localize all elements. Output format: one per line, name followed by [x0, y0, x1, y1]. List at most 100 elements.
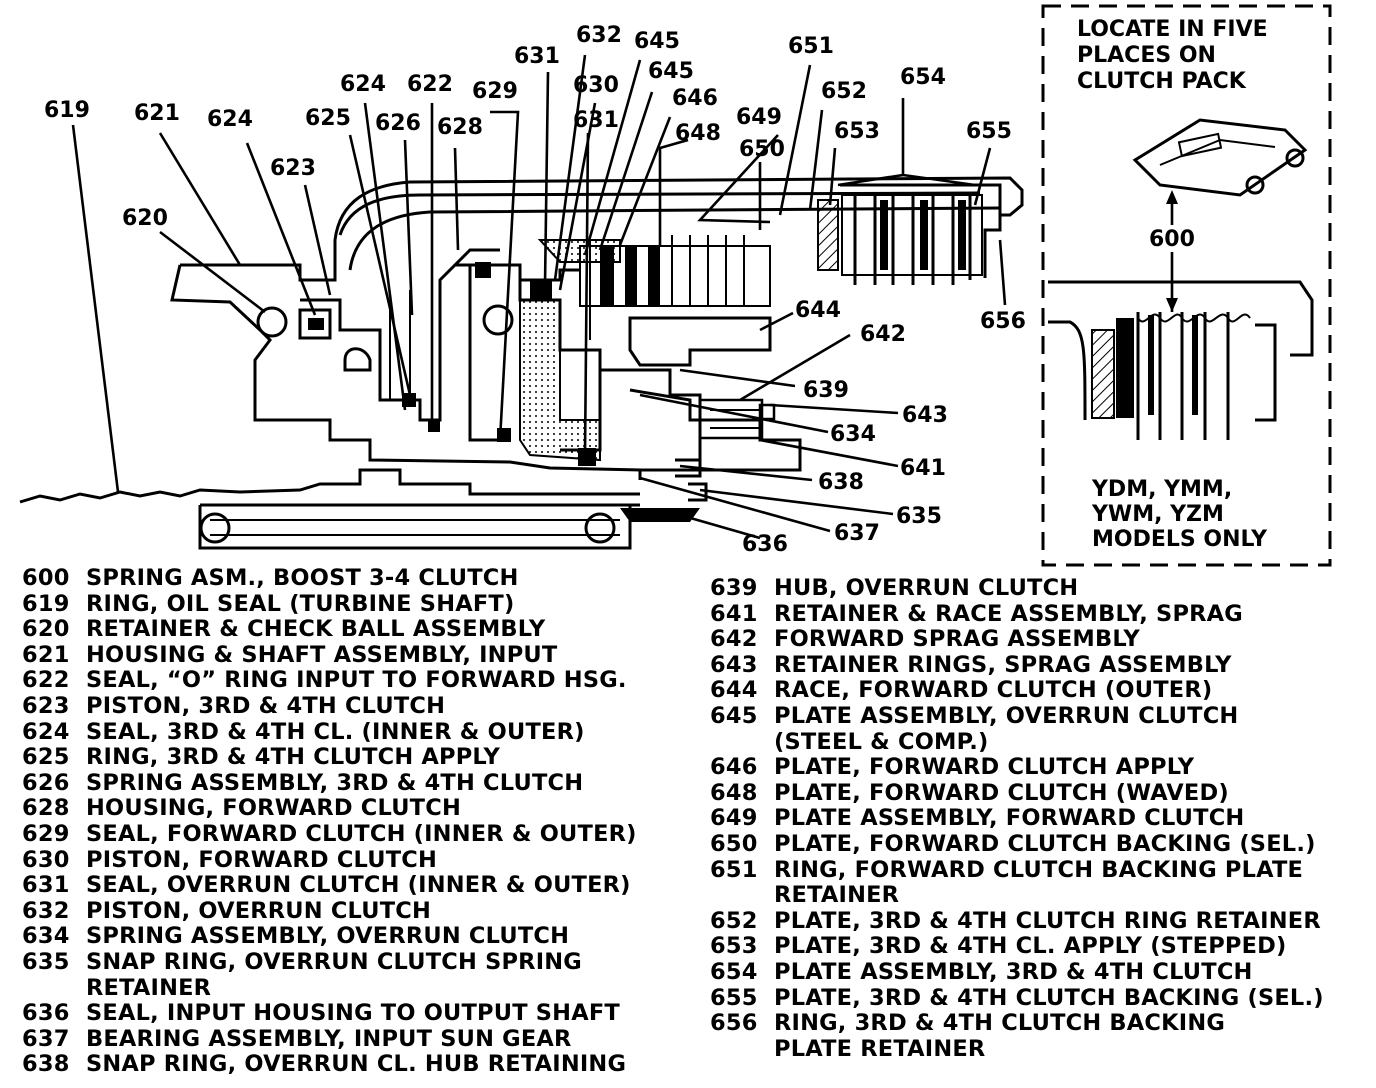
legend-item-continuation: PLATE RETAINER	[774, 1035, 986, 1062]
legend-part-number: 629	[22, 821, 70, 847]
callout-623: 623	[270, 156, 316, 181]
callout-641: 641	[900, 456, 946, 481]
legend-part-number: 653	[710, 933, 758, 960]
legend-part-description: PLATE, 3RD & 4TH CL. APPLY (STEPPED)	[774, 933, 1287, 960]
callout-638: 638	[818, 470, 864, 495]
legend-item: 653 PLATE, 3RD & 4TH CL. APPLY (STEPPED)	[710, 934, 1287, 960]
callout-655: 655	[966, 119, 1012, 144]
legend-part-number: 636	[22, 1000, 70, 1027]
models-note-line: YWM, YZM	[1091, 502, 1224, 527]
legend-part-description: PLATE, FORWARD CLUTCH APPLY	[774, 754, 1195, 781]
legend-part-number: 654	[710, 959, 758, 985]
models-only-note: YDM, YMM, YWM, YZM MODELS ONLY	[1091, 477, 1268, 552]
legend-part-description: RACE, FORWARD CLUTCH (OUTER)	[774, 677, 1213, 704]
legend-part-description: PISTON, OVERRUN CLUTCH	[86, 897, 432, 924]
inset-note-line: CLUTCH PACK	[1077, 69, 1247, 94]
models-note-line: MODELS ONLY	[1092, 527, 1268, 552]
legend-part-description: RETAINER & CHECK BALL ASSEMBLY	[86, 616, 546, 643]
legend-part-description: FORWARD SPRAG ASSEMBLY	[774, 626, 1140, 653]
legend-part-description: SPRING ASSEMBLY, OVERRUN CLUTCH	[86, 923, 570, 950]
callout-645: 645	[648, 59, 694, 84]
legend-part-number: 648	[710, 779, 758, 806]
callout-632: 632	[576, 23, 622, 48]
legend-item: 632 PISTON, OVERRUN CLUTCH	[22, 897, 432, 925]
inset-note-line: LOCATE IN FIVE	[1077, 17, 1268, 42]
legend-part-number: 651	[710, 856, 758, 883]
callout-631: 631	[573, 108, 619, 133]
legend-part-number: 625	[22, 744, 70, 771]
legend-part-number: 642	[710, 626, 758, 653]
legend-item: 643 RETAINER RINGS, SPRAG ASSEMBLY	[710, 651, 1232, 679]
legend-part-number: 641	[710, 600, 758, 627]
callout-620: 620	[122, 206, 168, 231]
callout-634: 634	[830, 422, 876, 447]
legend-part-description: RING, 3RD & 4TH CLUTCH APPLY	[86, 744, 500, 771]
inset-location-note: LOCATE IN FIVE PLACES ON CLUTCH PACK	[1077, 17, 1268, 94]
legend-part-number: 600	[22, 565, 70, 591]
legend-part-description: PISTON, FORWARD CLUTCH	[86, 846, 438, 873]
legend-part-number: 639	[710, 575, 758, 601]
legend-part-number: 643	[710, 651, 758, 678]
callout-642: 642	[860, 322, 906, 347]
legend-part-number: 620	[22, 616, 70, 643]
legend-part-number: 630	[22, 846, 70, 873]
callout-648: 648	[675, 121, 721, 146]
legend-part-description: PLATE ASSEMBLY, 3RD & 4TH CLUTCH	[774, 959, 1253, 985]
legend-item: 622 SEAL, “O” RING INPUT TO FORWARD HSG.	[22, 668, 627, 694]
legend-item: 634 SPRING ASSEMBLY, OVERRUN CLUTCH	[22, 924, 569, 950]
legend-part-number: 623	[22, 693, 70, 719]
callout-622: 622	[407, 72, 453, 97]
3rd-4th-clutch-pack	[817, 183, 1002, 285]
legend-part-description: RETAINER RINGS, SPRAG ASSEMBLY	[774, 651, 1232, 678]
legend-part-description: HOUSING & SHAFT ASSEMBLY, INPUT	[86, 641, 558, 668]
legend-part-description: SEAL, “O” RING INPUT TO FORWARD HSG.	[86, 667, 627, 694]
callout-630: 630	[573, 73, 619, 98]
callout-651: 651	[788, 34, 834, 59]
inset-note-line: PLACES ON	[1077, 43, 1216, 68]
callout-656: 656	[980, 309, 1026, 334]
legend-part-number: 634	[22, 923, 70, 950]
legend-part-description: SNAP RING, OVERRUN CL. HUB RETAINING	[86, 1051, 627, 1078]
legend-item: 641 RETAINER & RACE ASSEMBLY, SPRAG	[710, 600, 1243, 628]
legend-part-number: 652	[710, 907, 758, 934]
legend-item-continuation: (STEEL & COMP.)	[774, 728, 989, 755]
legend-item: 639 HUB, OVERRUN CLUTCH	[710, 575, 1079, 602]
callout-626: 626	[375, 111, 421, 136]
legend-item: 625 RING, 3RD & 4TH CLUTCH APPLY	[22, 744, 500, 771]
forward-clutch-plates	[579, 235, 771, 340]
callout-619: 619	[44, 98, 90, 123]
legend-part-number: 622	[22, 667, 70, 694]
legend-part-description: RING, FORWARD CLUTCH BACKING PLATE	[774, 856, 1304, 883]
callout-637: 637	[834, 521, 880, 546]
legend-part-description: HUB, OVERRUN CLUTCH	[774, 575, 1079, 601]
callout-600: 600	[1149, 227, 1195, 252]
legend-part-description: RETAINER & RACE ASSEMBLY, SPRAG	[774, 600, 1243, 627]
callout-654: 654	[900, 65, 946, 90]
callout-652: 652	[821, 79, 867, 104]
spring-assembly-drawing	[1132, 118, 1308, 197]
callout-624: 624	[207, 107, 253, 132]
legend-part-number: 655	[710, 984, 758, 1011]
leader-lines	[71, 54, 1007, 540]
legend-part-description: PLATE ASSEMBLY, OVERRUN CLUTCH	[774, 703, 1239, 729]
cross-section-artwork	[19, 176, 1024, 550]
legend-part-description: SEAL, OVERRUN CLUTCH (INNER & OUTER)	[86, 872, 631, 899]
legend-part-description: SEAL, FORWARD CLUTCH (INNER & OUTER)	[86, 821, 637, 847]
legend-part-description: RING, OIL SEAL (TURBINE SHAFT)	[86, 590, 515, 617]
legend-part-number: 619	[22, 590, 70, 617]
callout-629: 629	[472, 79, 518, 104]
legend-part-description: SPRING ASM., BOOST 3-4 CLUTCH	[86, 565, 519, 591]
legend-part-number: 626	[22, 769, 70, 796]
legend-part-number: 632	[22, 897, 70, 924]
